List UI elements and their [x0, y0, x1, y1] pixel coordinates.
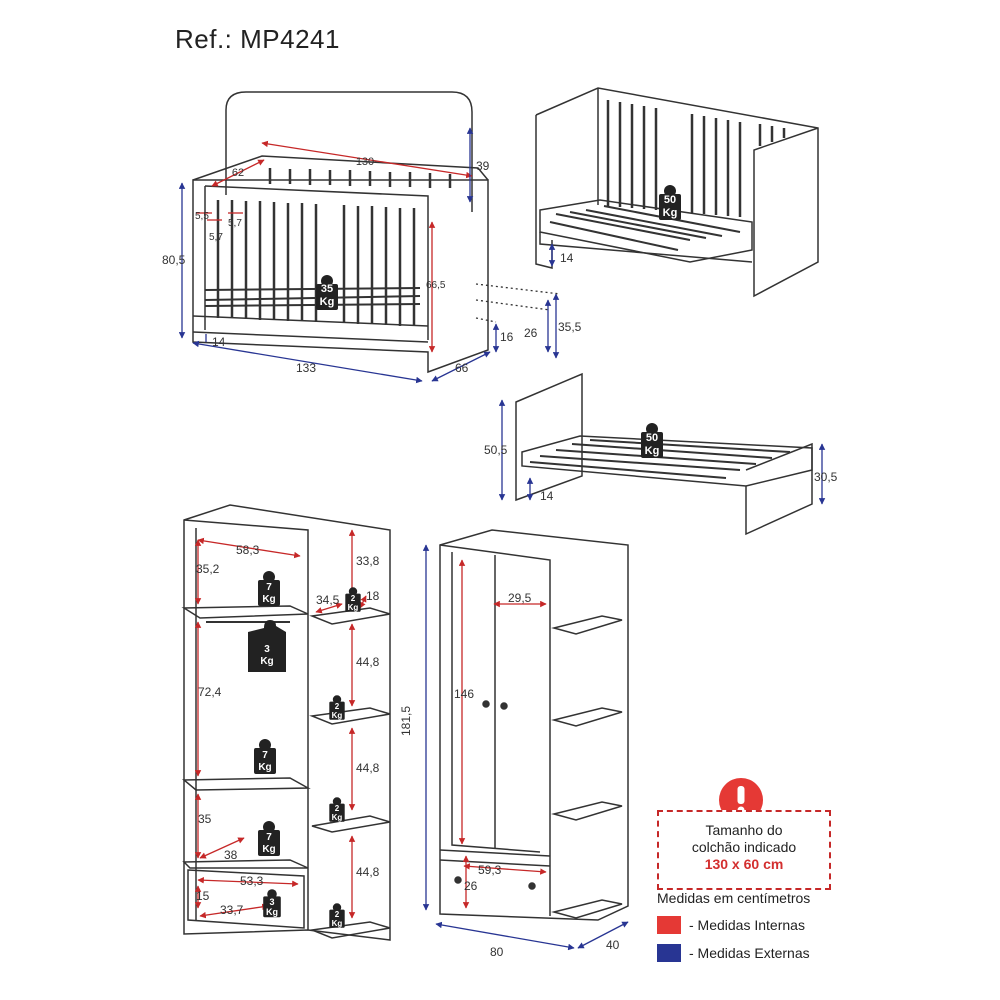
- legend-internal-label: - Medidas Internas: [689, 917, 805, 933]
- weight-lower-unit: Kg: [262, 844, 275, 855]
- crib-rail-c: 5,7: [228, 218, 242, 229]
- hanger-icon: [248, 620, 286, 672]
- day-bed-head-height: 50,5: [484, 443, 508, 457]
- wardrobe-shelf-h2: 44,8: [356, 655, 380, 669]
- day-bed-weight-value: 50: [646, 432, 658, 444]
- day-bed-foot-height: 30,5: [814, 470, 838, 484]
- mattress-notice-text: Tamanho do colchão indicado 130 x 60 cm: [659, 822, 829, 873]
- crib-weight-value: 35: [321, 283, 333, 295]
- day-bed-leg-height: 14: [540, 489, 554, 503]
- notice-line-1: Tamanho do: [705, 822, 783, 838]
- day-bed-weight-unit: Kg: [645, 445, 660, 457]
- crib-weight-unit: Kg: [320, 296, 335, 308]
- junior-bed-weight-unit: Kg: [663, 207, 678, 219]
- closed-total-width: 80: [490, 945, 504, 959]
- internal-swatch: [657, 916, 681, 934]
- weight-side2-unit: Kg: [332, 711, 343, 720]
- legend-external-label: - Medidas Externas: [689, 945, 810, 961]
- wardrobe-closed-drawing: [439, 529, 629, 921]
- junior-bed-drawing: [535, 87, 819, 298]
- legend-title: Medidas em centímetros: [657, 890, 811, 906]
- weight-side4-value: 2: [335, 910, 340, 919]
- crib-rail-a: 5,5: [195, 211, 209, 222]
- crib-inner-width: 130: [356, 156, 374, 168]
- weight-drawer-unit: Kg: [266, 907, 278, 917]
- wardrobe-open-dims: [194, 529, 367, 919]
- wardrobe-shelf-h1: 33,8: [356, 554, 380, 568]
- wardrobe-drawer-width: 53,3: [240, 874, 264, 888]
- weight-side3-unit: Kg: [332, 813, 343, 822]
- wardrobe-open-weights: [248, 571, 361, 928]
- crib-level-2: 26: [524, 326, 538, 340]
- crib-level-1: 16: [500, 330, 514, 344]
- crib-drawing: [192, 91, 489, 374]
- mattress-notice-box: Tamanho do colchão indicado 130 x 60 cm: [657, 810, 831, 890]
- junior-bed-dims: 14 50 Kg: [548, 185, 681, 267]
- day-bed-drawing: [515, 372, 813, 536]
- wardrobe-shelf-h4: 44,8: [356, 865, 380, 879]
- crib-headboard-height: 39: [476, 159, 490, 173]
- wardrobe-top-width: 58,3: [236, 543, 260, 557]
- crib-total-depth: 66: [455, 361, 469, 375]
- weight-middle-unit: Kg: [258, 762, 271, 773]
- wardrobe-closed-dims: [422, 544, 629, 951]
- weight-top-value: 7: [266, 582, 272, 593]
- weight-hanger-value: 3: [264, 644, 270, 655]
- weight-middle-value: 7: [262, 750, 268, 761]
- weight-side3-value: 2: [335, 804, 340, 813]
- crib-level-3: 35,5: [558, 320, 582, 334]
- crib-total-height: 80,5: [162, 253, 186, 267]
- closed-door-width: 29,5: [508, 591, 532, 605]
- closed-door-height: 146: [454, 687, 474, 701]
- wardrobe-shelf-depth: 34,5: [316, 593, 340, 607]
- weight-side1-value: 2: [351, 594, 356, 603]
- junior-bed-leg-height: 14: [560, 251, 574, 265]
- crib-inner-depth: 62: [232, 167, 244, 179]
- wardrobe-shelf-h3: 44,8: [356, 761, 380, 775]
- weight-side4-unit: Kg: [332, 919, 343, 928]
- weight-lower-value: 7: [266, 832, 272, 843]
- crib-total-width: 133: [296, 361, 316, 375]
- closed-drawer-height: 26: [464, 879, 478, 893]
- wardrobe-drawer-depth: 33,7: [220, 903, 244, 917]
- legend-internal: - Medidas Internas: [657, 916, 805, 934]
- wardrobe-shelf-width: 18: [366, 589, 380, 603]
- legend-external: - Medidas Externas: [657, 944, 810, 962]
- weight-hanger-unit: Kg: [260, 656, 273, 667]
- wardrobe-lower-height: 35: [198, 812, 212, 826]
- crib-dimension-lines: [178, 127, 561, 384]
- weight-side1-unit: Kg: [348, 603, 359, 612]
- weight-side2-value: 2: [335, 702, 340, 711]
- day-bed-dims: 50,5 30,5 14 50 Kg: [484, 399, 838, 505]
- wardrobe-top-height: 35,2: [196, 562, 220, 576]
- closed-total-height: 181,5: [399, 706, 413, 736]
- junior-bed-weight-value: 50: [664, 194, 676, 206]
- crib-rail-b: 5,7: [209, 232, 223, 243]
- closed-total-depth: 40: [606, 938, 620, 952]
- wardrobe-lower-depth: 38: [224, 848, 238, 862]
- crib-side-height: 66,5: [426, 280, 446, 291]
- weight-top-unit: Kg: [262, 594, 275, 605]
- external-swatch: [657, 944, 681, 962]
- weight-drawer-value: 3: [269, 897, 274, 907]
- notice-size: 130 x 60 cm: [704, 856, 784, 872]
- notice-line-2: colchão indicado: [691, 839, 797, 855]
- closed-drawer-width: 59,3: [478, 863, 502, 877]
- crib-bottom-gap: 14: [212, 335, 226, 349]
- reference-title: Ref.: MP4241: [175, 24, 340, 54]
- wardrobe-hanging-height: 72,4: [198, 685, 222, 699]
- wardrobe-drawer-height: 15: [196, 889, 210, 903]
